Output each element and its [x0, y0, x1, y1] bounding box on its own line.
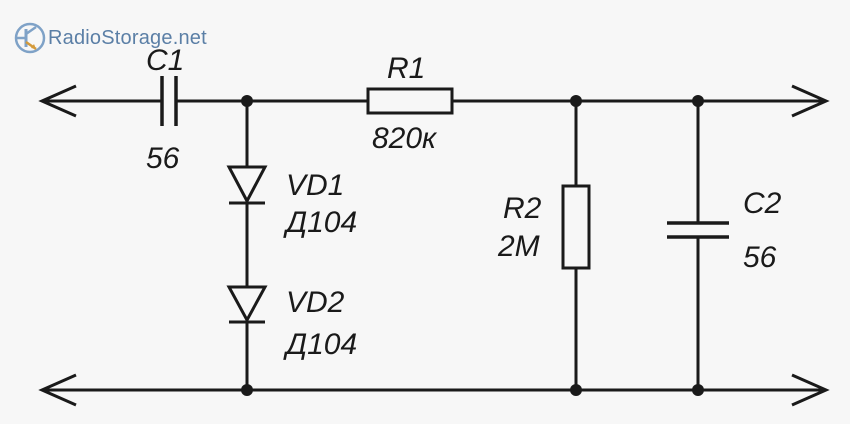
c2-label: C2	[743, 187, 782, 220]
vd2-label: VD2	[286, 286, 345, 319]
junction-dot	[692, 384, 704, 396]
c1-capacitor-symbol	[160, 76, 178, 126]
r1-label: R1	[387, 52, 425, 85]
r2-value: 2M	[497, 230, 540, 263]
junction-dot	[241, 95, 253, 107]
c2-value: 56	[743, 241, 777, 274]
junction-dot	[570, 384, 582, 396]
vd2-value: Д104	[283, 328, 357, 361]
c1-value: 56	[146, 142, 180, 175]
junction-dot	[570, 95, 582, 107]
vd1-diode-symbol	[226, 165, 268, 205]
c1-label: C1	[146, 44, 184, 77]
transistor-logo-icon	[14, 22, 46, 54]
top-right-arrow-icon	[791, 84, 830, 118]
vd1-label: VD1	[286, 169, 344, 202]
r1-resistor-symbol	[366, 87, 454, 115]
watermark-text: RadioStorage.net	[48, 26, 207, 49]
bottom-left-arrow-icon	[38, 373, 77, 407]
c2-capacitor-symbol	[667, 221, 729, 239]
vd1-value: Д104	[283, 206, 357, 239]
top-left-arrow-icon	[38, 84, 77, 118]
r2-label: R2	[503, 192, 542, 225]
junction-dot	[692, 95, 704, 107]
bottom-right-arrow-icon	[791, 373, 830, 407]
radiostorage-logo: RadioStorage.net	[12, 20, 207, 56]
r1-value: 820к	[372, 122, 438, 155]
r2-resistor-symbol	[561, 184, 591, 270]
vd2-diode-symbol	[226, 285, 268, 324]
junction-dot	[241, 384, 253, 396]
